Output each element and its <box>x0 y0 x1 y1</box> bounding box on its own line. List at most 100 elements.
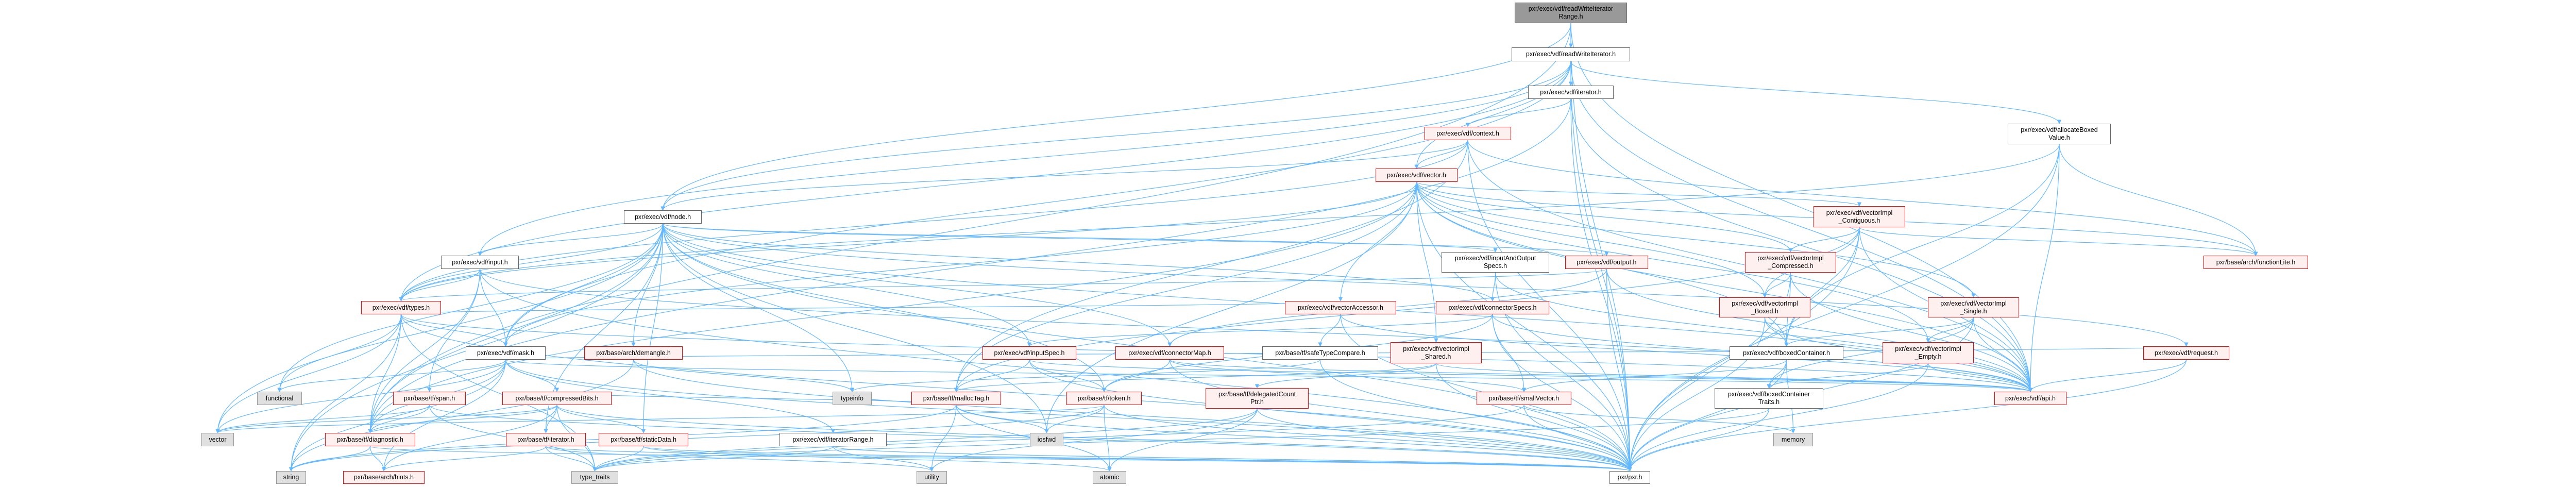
graph-node-vector[interactable]: pxr/exec/vdf/vector.h <box>1376 169 1458 182</box>
graph-node-delegated[interactable]: pxr/base/tf/delegatedCount Ptr.h <box>1206 388 1309 409</box>
graph-node-hints[interactable]: pxr/base/arch/hints.h <box>343 471 425 484</box>
include-edge-empty-to-pxr <box>1628 363 1929 472</box>
include-edge-inputSpec-to-pxr <box>1029 359 1632 472</box>
graph-node-types[interactable]: pxr/exec/vdf/types.h <box>361 301 441 314</box>
graph-node-empty[interactable]: pxr/exec/vdf/vectorImpl _Empty.h <box>1883 342 1974 363</box>
include-edge-vector-to-iosfwd <box>1044 181 1417 433</box>
include-edge-output-to-pxr <box>1606 268 1632 472</box>
graph-node-typeinfo: typeinfo <box>833 392 872 405</box>
graph-node-shared[interactable]: pxr/exec/vdf/vectorImpl _Shared.h <box>1391 342 1482 363</box>
include-edge-rwi-to-vector <box>1414 61 1571 169</box>
include-edge-compressed-to-api <box>1790 272 2033 392</box>
graph-node-vecAccessor[interactable]: pxr/exec/vdf/vectorAccessor.h <box>1285 301 1396 314</box>
include-edge-request-to-api <box>2028 359 2187 392</box>
graph-node-connectorMap[interactable]: pxr/exec/vdf/connectorMap.h <box>1115 346 1224 360</box>
include-edge-connectorSpecs-to-smallVector <box>1492 314 1527 392</box>
include-edge-iteratorRange-to-utility <box>833 446 934 472</box>
graph-node-compressedBits[interactable]: pxr/base/tf/compressedBits.h <box>502 392 612 405</box>
graph-node-context[interactable]: pxr/exec/vdf/context.h <box>1425 127 1511 140</box>
graph-node-atomic: atomic <box>1093 471 1126 484</box>
graph-node-rwir[interactable]: pxr/exec/vdf/readWriteIterator Range.h <box>1515 3 1627 23</box>
include-edge-connectorMap-to-pxr <box>1169 359 1632 472</box>
include-edge-boxedContainer-to-pxr <box>1628 359 1787 472</box>
include-edge-types-to-vectorSys <box>215 314 402 433</box>
include-edge-token-to-atomic <box>1104 405 1112 472</box>
graph-node-diagnostic[interactable]: pxr/base/tf/diagnostic.h <box>325 433 415 446</box>
graph-node-iteratorRange[interactable]: pxr/exec/vdf/iteratorRange.h <box>779 433 887 446</box>
graph-node-pxr[interactable]: pxr/pxr.h <box>1609 471 1650 484</box>
graph-node-mallocTag[interactable]: pxr/base/tf/mallocTag.h <box>911 392 1001 405</box>
graph-node-demangle[interactable]: pxr/base/arch/demangle.h <box>584 346 683 360</box>
include-edge-token-to-iosfwd <box>1044 405 1105 433</box>
include-edge-rwir-to-pxr <box>1570 23 1632 472</box>
graph-node-node[interactable]: pxr/exec/vdf/node.h <box>624 210 702 224</box>
graph-node-output[interactable]: pxr/exec/vdf/output.h <box>1565 256 1648 269</box>
include-edge-types-to-string <box>289 314 402 472</box>
include-edge-safeTypeCompare-to-typeinfo <box>850 359 1321 392</box>
graph-node-boxedContainer[interactable]: pxr/exec/vdf/boxedContainer.h <box>1730 346 1843 360</box>
include-edge-token-to-pxr <box>1104 405 1632 472</box>
graph-node-inputSpec[interactable]: pxr/exec/vdf/inputSpec.h <box>982 346 1076 360</box>
graph-node-input[interactable]: pxr/exec/vdf/input.h <box>441 256 519 269</box>
graph-node-ioSpecs[interactable]: pxr/exec/vdf/inputAndOutput Specs.h <box>1442 252 1549 273</box>
graph-node-abv[interactable]: pxr/exec/vdf/allocateBoxed Value.h <box>2008 124 2111 144</box>
include-edge-vector-to-single <box>1416 181 1976 298</box>
include-edge-connectorSpecs-to-inputSpec <box>1027 314 1493 347</box>
graph-node-bcTraits[interactable]: pxr/exec/vdf/boxedContainer Traits.h <box>1715 388 1823 409</box>
include-edge-mask-to-iteratorRange <box>505 359 836 433</box>
graph-node-request[interactable]: pxr/exec/vdf/request.h <box>2143 346 2229 360</box>
include-edge-contig-to-boxedContainer <box>1784 227 1860 347</box>
include-edge-inputSpec-to-mallocTag <box>954 359 1030 392</box>
graph-node-vectorSys: vector <box>201 433 234 446</box>
include-edge-single-to-boxedContainer <box>1784 317 1974 347</box>
include-edge-compressedBits-to-vectorSys <box>215 405 557 433</box>
include-edge-compressedBits-to-staticData <box>556 405 646 433</box>
include-edge-vecAccessor-to-types <box>399 300 1341 315</box>
include-edge-vector-to-api <box>1416 181 2033 392</box>
graph-node-single[interactable]: pxr/exec/vdf/vectorImpl _Single.h <box>1928 297 2019 317</box>
graph-node-compressed[interactable]: pxr/exec/vdf/vectorImpl _Compressed.h <box>1745 252 1836 273</box>
graph-node-token[interactable]: pxr/base/tf/token.h <box>1066 392 1142 405</box>
include-edge-types-to-functional <box>277 314 402 392</box>
graph-node-safeTypeCompare[interactable]: pxr/base/tf/safeTypeCompare.h <box>1262 346 1378 360</box>
graph-node-memory: memory <box>1773 433 1813 446</box>
graph-node-api[interactable]: pxr/exec/vdf/api.h <box>1994 392 2066 405</box>
include-edge-vecAccessor-to-api <box>1340 314 2033 392</box>
include-edge-iteratorRange-to-pxr <box>833 446 1632 472</box>
include-edge-node-to-ioSpecs <box>662 223 1498 253</box>
graph-node-smallVector[interactable]: pxr/base/tf/smallVector.h <box>1477 392 1571 405</box>
include-edge-compressedBits-to-mallocTag <box>556 391 958 406</box>
include-edge-abv-to-api <box>2028 144 2060 392</box>
include-edge-iter-to-pxr <box>1570 98 1632 472</box>
include-edge-delegated-to-type_traits <box>592 408 1258 472</box>
graph-node-contig[interactable]: pxr/exec/vdf/vectorImpl _Contiguous.h <box>1814 206 1905 227</box>
graph-node-tfIterator[interactable]: pxr/base/tf/iterator.h <box>506 433 586 446</box>
graph-node-connectorSpecs[interactable]: pxr/exec/vdf/connectorSpecs.h <box>1436 301 1549 314</box>
include-edge-vector-to-empty <box>1416 181 1930 343</box>
include-edge-mask-to-vectorSys <box>215 359 506 433</box>
include-edge-rwi-to-mask <box>503 61 1571 347</box>
graph-node-boxed[interactable]: pxr/exec/vdf/vectorImpl _Boxed.h <box>1719 297 1810 317</box>
include-edge-vector-to-contig <box>1416 181 1861 207</box>
include-edge-staticData-to-atomic <box>643 446 1112 472</box>
include-edge-shared-to-mallocTag <box>954 363 1437 392</box>
include-edge-bcTraits-to-pxr <box>1628 408 1770 472</box>
include-edge-node-to-mask <box>503 223 664 347</box>
graph-node-rwi[interactable]: pxr/exec/vdf/readWriteIterator.h <box>1512 47 1630 61</box>
include-edge-rwir-to-diagnostic <box>368 23 1571 433</box>
include-edge-demangle-to-typeinfo <box>633 359 855 392</box>
graph-node-iter[interactable]: pxr/exec/vdf/iterator.h <box>1528 86 1614 99</box>
include-edge-span-to-vectorSys <box>215 405 430 433</box>
include-edge-boxed-to-pxr <box>1628 317 1766 472</box>
include-edge-output-to-api <box>1606 268 2033 392</box>
graph-node-functional: functional <box>257 392 302 405</box>
include-edge-vector-to-types <box>399 181 1417 301</box>
graph-node-staticData[interactable]: pxr/base/tf/staticData.h <box>599 433 688 446</box>
graph-node-functionLite[interactable]: pxr/base/arch/functionLite.h <box>2204 256 2308 269</box>
graph-node-span[interactable]: pxr/base/tf/span.h <box>393 392 466 405</box>
graph-node-mask[interactable]: pxr/exec/vdf/mask.h <box>466 346 546 360</box>
include-edge-smallVector-to-pxr <box>1523 405 1632 472</box>
include-edge-rwi-to-node <box>660 61 1571 211</box>
include-edge-connectorMap-to-api <box>1169 359 2032 392</box>
include-edge-tfIterator-to-utility <box>545 446 934 472</box>
